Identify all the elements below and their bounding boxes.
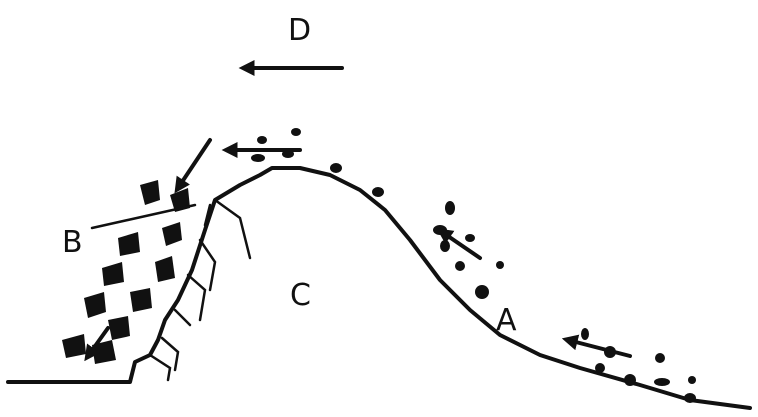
label-c: C [290,278,311,313]
flow-arrows [84,60,632,362]
arrow-slope-bottom [561,334,632,358]
plucked-rock-fragments [62,180,190,364]
arrow-plucking [174,138,212,194]
landform-profile [6,166,752,410]
arrow-fragments-down [84,326,110,362]
rock-fractures [148,198,252,382]
sediment-particles [251,128,696,403]
arrow-slope-middle [436,228,482,260]
label-b-pointer [90,203,197,230]
label-d: D [288,13,311,48]
label-b: B [62,225,83,260]
label-a: A [496,303,517,338]
